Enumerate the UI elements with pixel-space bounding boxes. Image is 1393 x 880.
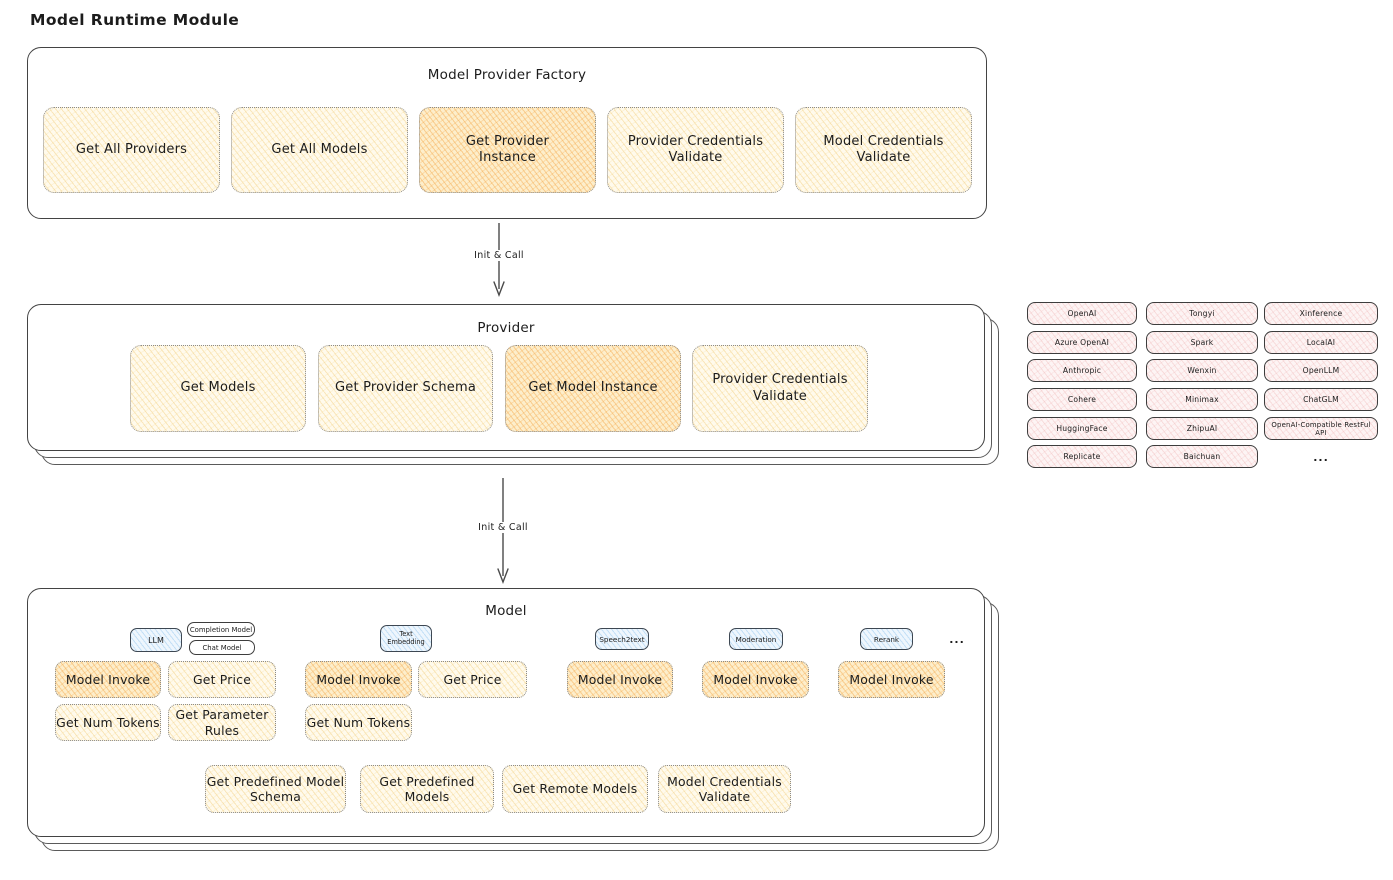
node-get-parameter-rules: Get Parameter Rules xyxy=(168,704,276,741)
node-get-all-models: Get All Models xyxy=(231,107,408,193)
provider-pill-wenxin: Wenxin xyxy=(1146,359,1258,382)
page-title: Model Runtime Module xyxy=(30,11,240,29)
node-provider-credentials-validate: Provider Credentials Validate xyxy=(607,107,784,193)
provider-pill-replicate: Replicate xyxy=(1027,445,1137,468)
node-get-num-tokens-text-embedding: Get Num Tokens xyxy=(305,704,412,741)
node-model-invoke-rerank: Model Invoke xyxy=(838,661,945,698)
node-get-provider-schema: Get Provider Schema xyxy=(318,345,493,432)
node-get-models: Get Models xyxy=(130,345,306,432)
type-chip-speech2text: Speech2text xyxy=(595,628,649,650)
node-model-invoke-moderation: Model Invoke xyxy=(702,661,809,698)
node-get-predefined-models: Get Predefined Models xyxy=(360,765,494,813)
provider-pill-minimax: Minimax xyxy=(1146,388,1258,411)
node-model-credentials-validate-model: Model Credentials Validate xyxy=(658,765,791,813)
node-get-price-llm: Get Price xyxy=(168,661,276,698)
provider-pill-spark: Spark xyxy=(1146,331,1258,354)
arrow-label-init-call-1: Init & Call xyxy=(470,250,528,261)
node-get-model-instance: Get Model Instance xyxy=(505,345,681,432)
model-title: Model xyxy=(485,603,527,619)
node-model-invoke-llm: Model Invoke xyxy=(55,661,161,698)
type-chip-rerank: Rerank xyxy=(860,628,913,650)
provider-pill-zhipuai: ZhipuAI xyxy=(1146,417,1258,440)
type-chip-chat-model: Chat Model xyxy=(189,640,255,655)
provider-pill-huggingface: HuggingFace xyxy=(1027,417,1137,440)
provider-pill-baichuan: Baichuan xyxy=(1146,445,1258,468)
provider-pill-tongyi: Tongyi xyxy=(1146,302,1258,325)
provider-pill-openai-compatible: OpenAI-Compatible RestFul API xyxy=(1264,417,1378,440)
more-model-types-ellipsis: ... xyxy=(949,632,965,646)
node-provider-credentials-validate-2: Provider Credentials Validate xyxy=(692,345,868,432)
type-chip-moderation: Moderation xyxy=(729,628,783,650)
provider-title: Provider xyxy=(477,320,535,336)
factory-title: Model Provider Factory xyxy=(427,67,587,83)
provider-pill-openai: OpenAI xyxy=(1027,302,1137,325)
arrow-label-init-call-2: Init & Call xyxy=(474,522,532,533)
node-get-price-text-embedding: Get Price xyxy=(418,661,527,698)
provider-pill-cohere: Cohere xyxy=(1027,388,1137,411)
node-get-remote-models: Get Remote Models xyxy=(502,765,648,813)
provider-pill-anthropic: Anthropic xyxy=(1027,359,1137,382)
node-get-predefined-model-schema: Get Predefined Model Schema xyxy=(205,765,346,813)
provider-pill-chatglm: ChatGLM xyxy=(1264,388,1378,411)
type-chip-completion-model: Completion Model xyxy=(187,622,255,637)
node-model-invoke-text-embedding: Model Invoke xyxy=(305,661,412,698)
type-chip-llm: LLM xyxy=(130,628,182,652)
provider-pill-azure-openai: Azure OpenAI xyxy=(1027,331,1137,354)
node-model-invoke-speech2text: Model Invoke xyxy=(567,661,673,698)
provider-pill-xinference: Xinference xyxy=(1264,302,1378,325)
provider-pill-localai: LocalAI xyxy=(1264,331,1378,354)
node-get-all-providers: Get All Providers xyxy=(43,107,220,193)
node-get-provider-instance: Get Provider Instance xyxy=(419,107,596,193)
more-providers-ellipsis: ... xyxy=(1313,450,1329,464)
type-chip-text-embedding: Text Embedding xyxy=(380,625,432,652)
provider-pill-openllm: OpenLLM xyxy=(1264,359,1378,382)
node-get-num-tokens-llm: Get Num Tokens xyxy=(55,704,161,741)
node-model-credentials-validate: Model Credentials Validate xyxy=(795,107,972,193)
